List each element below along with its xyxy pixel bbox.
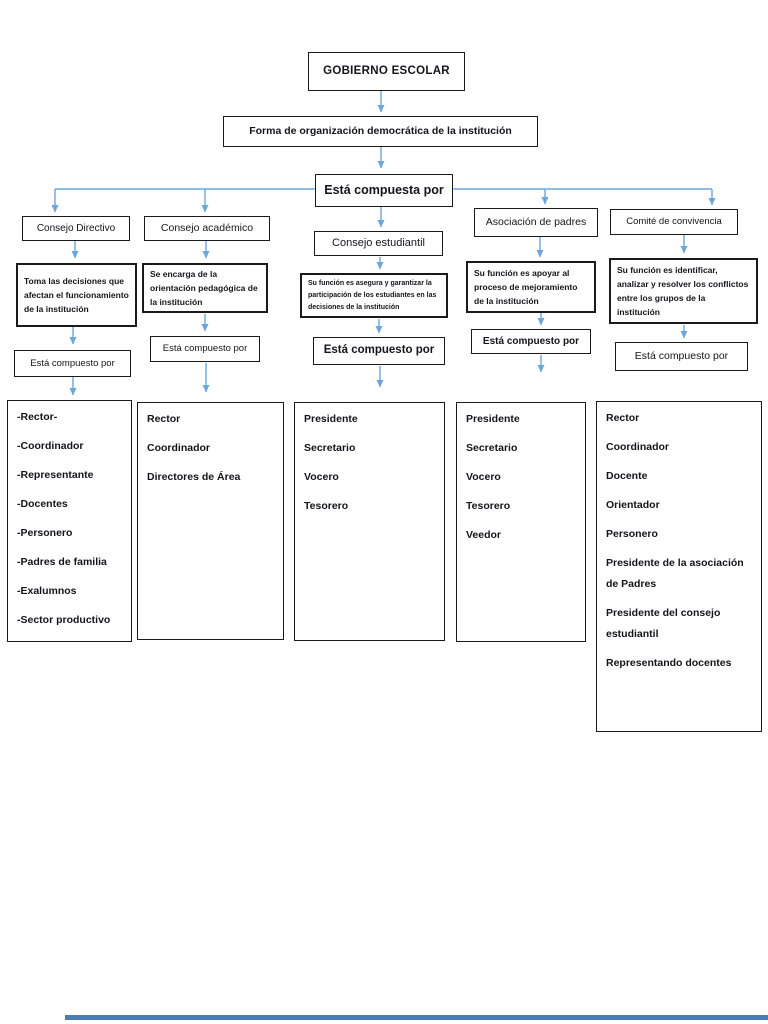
col1-header-box: Consejo Directivo [22, 216, 130, 241]
list-item: Docente [606, 470, 648, 482]
col4-description-box: Su función es apoyar al proceso de mejor… [466, 261, 596, 313]
list-item: Presidente [466, 413, 520, 425]
col2-description-box: Se encarga de la orientación pedagógica … [142, 263, 268, 313]
list-item: Tesorero [304, 500, 349, 512]
root-title-box: GOBIERNO ESCOLAR [308, 52, 465, 91]
col4-members-list: Presidente Secretario Vocero Tesorero Ve… [456, 402, 586, 642]
list-item: Tesorero [466, 500, 511, 512]
col2-composed-box: Está compuesto por [150, 336, 260, 362]
col4-header-box: Asociación de padres [474, 208, 598, 237]
col3-composed-box: Está compuesto por [313, 337, 445, 365]
col2-members-list: Rector Coordinador Directores de Área [137, 402, 284, 640]
list-item: -Docentes [17, 498, 68, 510]
col5-description-box: Su función es identificar, analizar y re… [609, 258, 758, 324]
col5-header-box: Comité de convivencia [610, 209, 738, 235]
list-item: Secretario [304, 442, 356, 454]
list-item: Vocero [304, 471, 339, 483]
list-item: -Representante [17, 469, 94, 481]
col3-description-box: Su función es asegura y garantizar la pa… [300, 273, 448, 318]
list-item: Presidente de la asociación de Padres [606, 557, 744, 590]
list-item: Secretario [466, 442, 518, 454]
list-item: Representando docentes [606, 657, 732, 669]
list-item: Directores de Área [147, 471, 241, 483]
list-item: Presidente [304, 413, 358, 425]
list-item: -Personero [17, 527, 73, 539]
list-item: -Sector productivo [17, 614, 111, 626]
list-item: Veedor [466, 529, 502, 541]
col1-description-box: Toma las decisiones que afectan el funci… [16, 263, 137, 327]
col2-header-box: Consejo académico [144, 216, 270, 241]
subtitle-box: Forma de organización democrática de la … [223, 116, 538, 147]
col4-composed-box: Está compuesto por [471, 329, 591, 354]
col1-members-list: -Rector- -Coordinador -Representante -Do… [7, 400, 132, 642]
list-item: Coordinador [606, 441, 669, 453]
col3-header-box: Consejo estudiantil [314, 231, 443, 256]
col5-composed-box: Está compuesto por [615, 342, 748, 371]
col1-composed-box: Está compuesto por [14, 350, 131, 377]
list-item: -Exalumnos [17, 585, 77, 597]
list-item: -Rector- [17, 411, 58, 423]
col3-members-list: Presidente Secretario Vocero Tesorero [294, 402, 445, 641]
list-item: Rector [147, 413, 181, 425]
col5-members-list: Rector Coordinador Docente Orientador Pe… [596, 401, 762, 732]
list-item: Vocero [466, 471, 501, 483]
list-item: -Coordinador [17, 440, 84, 452]
list-item: Personero [606, 528, 658, 540]
list-item: -Padres de familia [17, 556, 107, 568]
list-item: Coordinador [147, 442, 210, 454]
composed-by-box: Está compuesta por [315, 174, 453, 207]
list-item: Rector [606, 412, 640, 424]
list-item: Presidente del consejo estudiantil [606, 607, 721, 640]
page-bottom-bar [65, 1015, 768, 1020]
list-item: Orientador [606, 499, 660, 511]
